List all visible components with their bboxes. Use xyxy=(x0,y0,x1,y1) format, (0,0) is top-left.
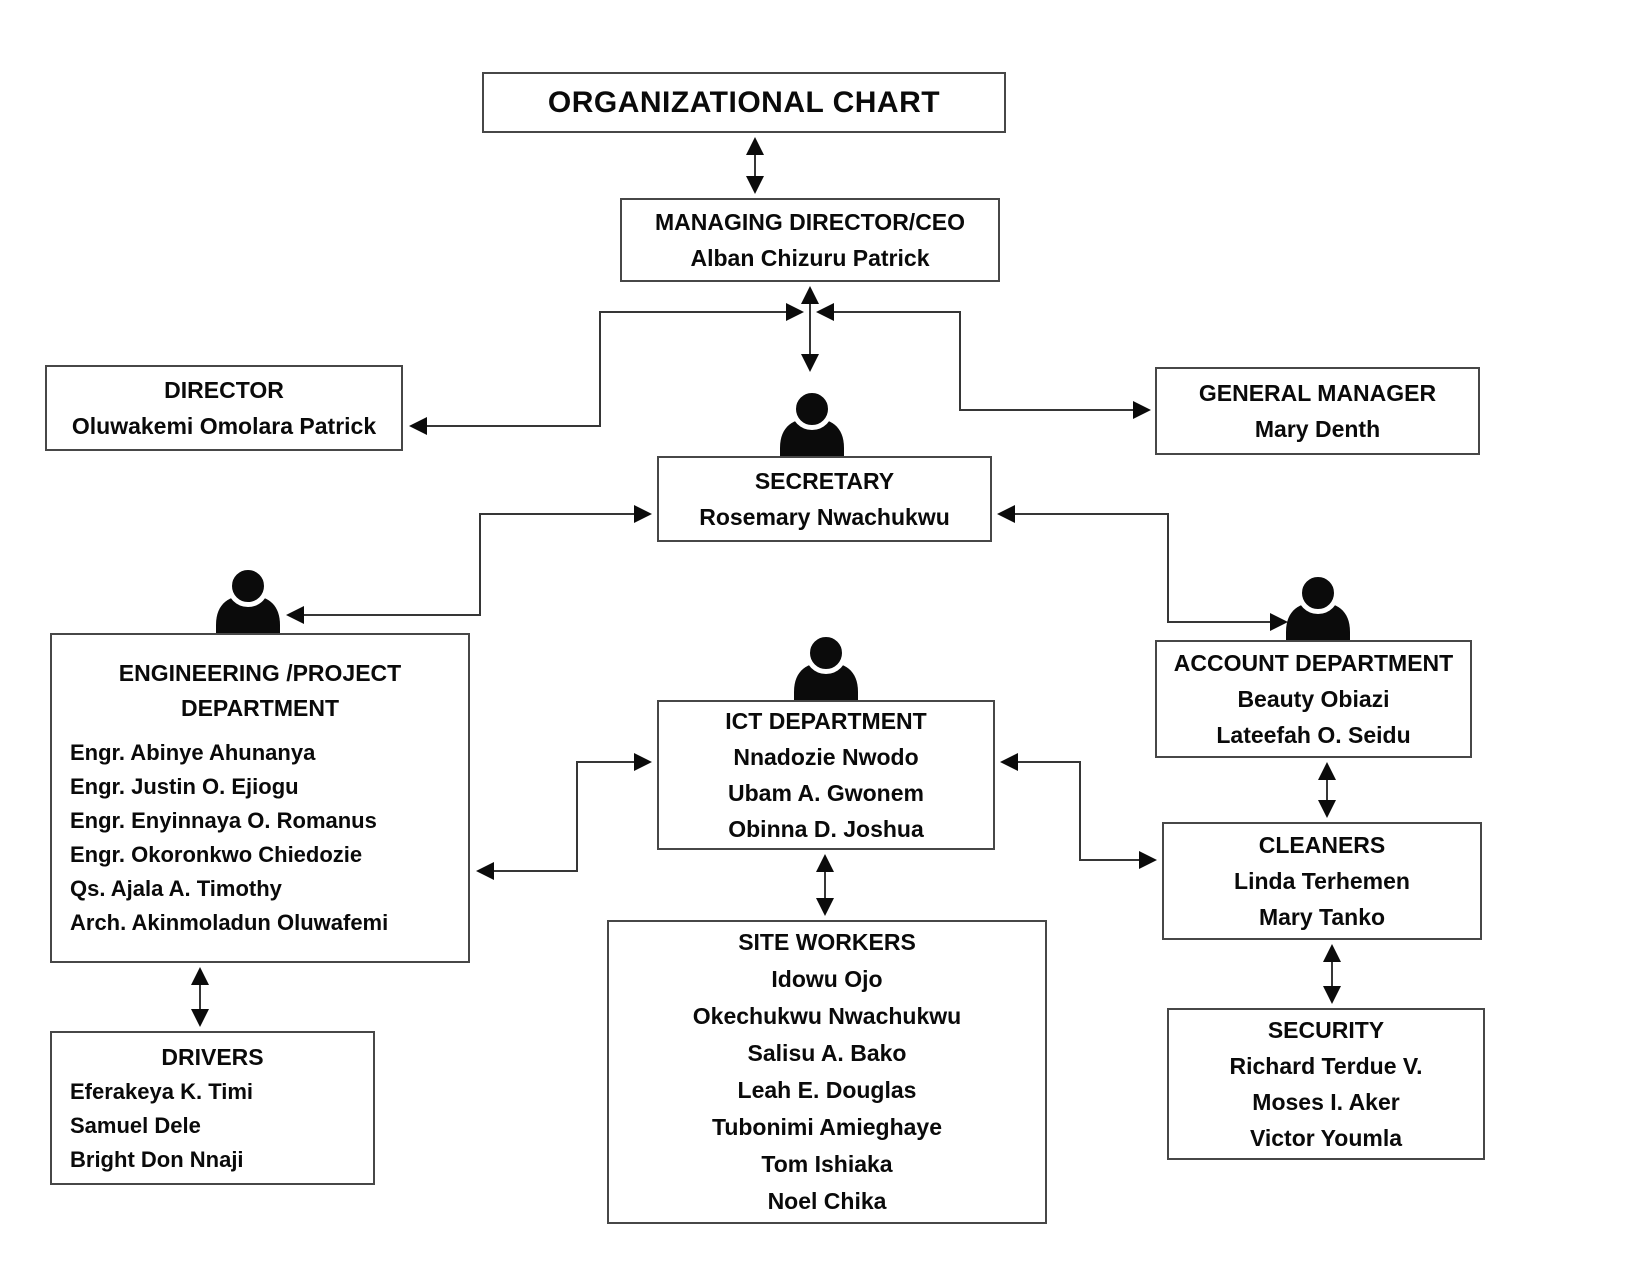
person-name: Qs. Ajala A. Timothy xyxy=(70,876,282,901)
heading-director: DIRECTOR xyxy=(164,377,284,403)
members-director: Oluwakemi Omolara Patrick xyxy=(47,408,401,444)
connector-secretary-account xyxy=(997,505,1288,631)
heading-site-workers: SITE WORKERS xyxy=(738,929,916,955)
person-name: Engr. Enyinnaya O. Romanus xyxy=(70,808,377,833)
person-icon xyxy=(1286,572,1350,641)
connector-ict-cleaners xyxy=(1000,753,1157,869)
person-icon xyxy=(216,565,280,634)
person-name: Moses I. Aker xyxy=(1252,1089,1400,1115)
person-name: Alban Chizuru Patrick xyxy=(690,245,930,271)
person-name: Obinna D. Joshua xyxy=(728,816,924,842)
person-name: Tubonimi Amieghaye xyxy=(711,1114,943,1140)
heading-cleaners: CLEANERS xyxy=(1258,832,1386,858)
person-icon xyxy=(780,388,844,457)
node-general-manager: GENERAL MANAGER Mary Denth xyxy=(1155,367,1480,455)
person-name: Arch. Akinmoladun Oluwafemi xyxy=(70,910,389,935)
person-name: Oluwakemi Omolara Patrick xyxy=(71,413,377,439)
node-engineering-project-department: ENGINEERING /PROJECT DEPARTMENT Engr. Ab… xyxy=(50,633,470,963)
members-general-manager: Mary Denth xyxy=(1157,411,1478,447)
heading-secretary: SECRETARY xyxy=(754,468,895,494)
heading-ict-department: ICT DEPARTMENT xyxy=(725,708,927,734)
person-name: Engr. Abinye Ahunanya xyxy=(70,740,316,765)
connector-engineering-ict xyxy=(476,753,652,880)
person-name: Rosemary Nwachukwu xyxy=(699,504,950,530)
person-name: Salisu A. Bako xyxy=(747,1040,907,1066)
heading-security: SECURITY xyxy=(1267,1017,1385,1043)
person-name: Idowu Ojo xyxy=(771,966,883,992)
person-name: Engr. Justin O. Ejiogu xyxy=(70,774,299,799)
person-name: Eferakeya K. Timi xyxy=(70,1079,254,1104)
person-name: Bright Don Nnaji xyxy=(70,1147,244,1172)
heading-engineering-project-department: ENGINEERING /PROJECT DEPARTMENT xyxy=(118,660,402,721)
person-name: Linda Terhemen xyxy=(1234,868,1410,894)
person-name: Mary Denth xyxy=(1254,416,1381,442)
person-name: Mary Tanko xyxy=(1258,904,1386,930)
connector-secretary-engineering xyxy=(286,505,652,624)
person-name: Tom Ishiaka xyxy=(761,1151,893,1177)
person-name: Lateefah O. Seidu xyxy=(1216,722,1411,748)
connector-mdceo-general-manager xyxy=(816,303,1151,419)
person-name: Richard Terdue V. xyxy=(1229,1053,1423,1079)
person-name: Leah E. Douglas xyxy=(737,1077,917,1103)
heading-account-department: ACCOUNT DEPARTMENT xyxy=(1173,650,1454,676)
person-name: Victor Youmla xyxy=(1249,1125,1403,1151)
heading-drivers: DRIVERS xyxy=(161,1044,264,1070)
connector-mdceo-director xyxy=(409,303,804,435)
heading-general-manager: GENERAL MANAGER xyxy=(1198,380,1437,406)
members-managing-director-ceo: Alban Chizuru Patrick xyxy=(622,240,998,276)
chart-title: ORGANIZATIONAL CHART xyxy=(547,85,941,119)
members-secretary: Rosemary Nwachukwu xyxy=(659,499,990,535)
node-chart-title: ORGANIZATIONAL CHART xyxy=(482,72,1006,133)
person-name: Ubam A. Gwonem xyxy=(728,780,924,806)
node-managing-director-ceo: MANAGING DIRECTOR/CEO Alban Chizuru Patr… xyxy=(620,198,1000,282)
person-name: Beauty Obiazi xyxy=(1237,686,1390,712)
person-icon xyxy=(794,632,858,701)
person-name: Nnadozie Nwodo xyxy=(733,744,919,770)
node-director: DIRECTOR Oluwakemi Omolara Patrick xyxy=(45,365,403,451)
person-name: Noel Chika xyxy=(767,1188,887,1214)
person-name: Engr. Okoronkwo Chiedozie xyxy=(70,842,363,867)
heading-managing-director-ceo: MANAGING DIRECTOR/CEO xyxy=(654,209,966,235)
person-name: Samuel Dele xyxy=(70,1113,201,1138)
node-secretary: SECRETARY Rosemary Nwachukwu xyxy=(657,456,992,542)
person-name: Okechukwu Nwachukwu xyxy=(692,1003,962,1029)
